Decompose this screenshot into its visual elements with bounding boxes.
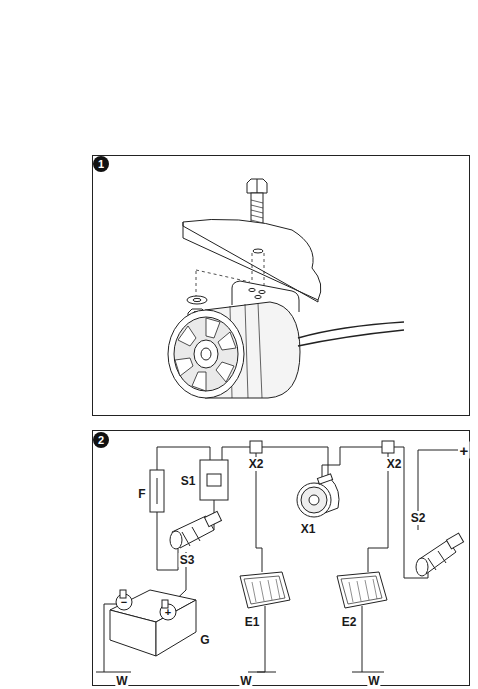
part-label: F xyxy=(137,487,146,501)
callout-number: 2 xyxy=(93,432,109,448)
terminal-label: + xyxy=(165,607,171,618)
ground-label: W xyxy=(367,674,380,688)
connector-label: X2 xyxy=(248,457,265,471)
part-label: S2 xyxy=(410,511,427,525)
part-label: E1 xyxy=(244,615,261,629)
wiring xyxy=(96,441,464,672)
supply-label: + xyxy=(459,442,470,459)
panel-frame xyxy=(93,431,470,686)
panel-frame xyxy=(93,156,470,416)
part-label: G xyxy=(199,633,210,647)
part-label: E2 xyxy=(341,615,358,629)
ground-label: W xyxy=(115,674,128,688)
connector-label: X2 xyxy=(386,457,403,471)
part-label: S3 xyxy=(179,553,196,567)
part-label: S1 xyxy=(180,474,197,488)
siren-mounting xyxy=(168,179,404,398)
terminal-label: − xyxy=(121,597,127,608)
callout-number: 1 xyxy=(93,156,109,172)
ground-label: W xyxy=(239,674,252,688)
part-label: X1 xyxy=(300,522,317,536)
